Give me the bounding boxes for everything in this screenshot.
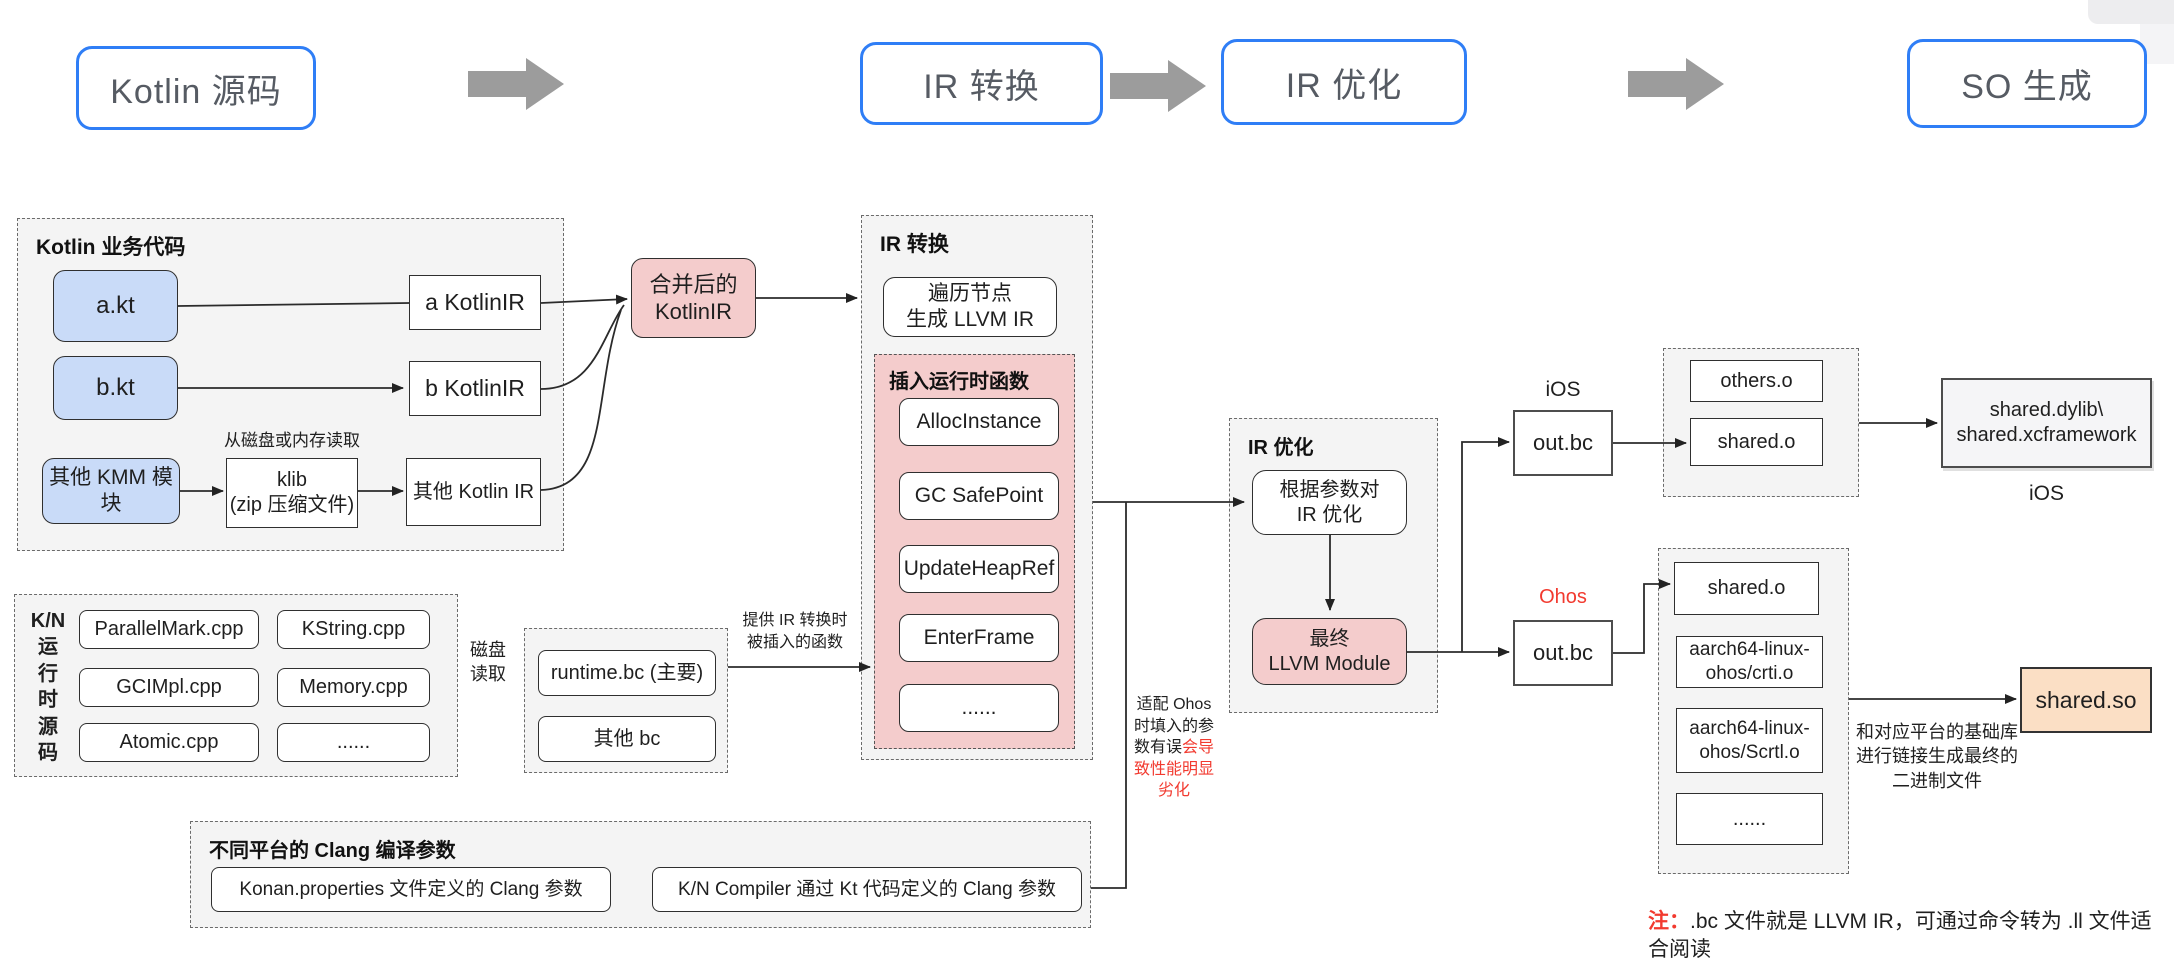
a-kotlin-ir: a KotlinIR — [409, 275, 541, 330]
b-kotlin-ir: b KotlinIR — [409, 361, 541, 416]
disk-read-note: 磁盘 读取 — [470, 640, 506, 685]
src-memory: Memory.cpp — [277, 668, 430, 707]
file-b-kt: b.kt — [53, 356, 178, 420]
merged-kotlin-ir: 合并后的 KotlinIR — [631, 258, 756, 338]
file-a-kt: a.kt — [53, 270, 178, 342]
panel-title: 不同平台的 Clang 编译参数 — [209, 840, 456, 862]
stage-kotlin-source: Kotlin 源码 — [76, 46, 316, 130]
ohos-more-objects: ...... — [1676, 793, 1823, 845]
other-kotlin-ir: 其他 Kotlin IR — [406, 458, 541, 526]
screenshot-artifact — [2088, 0, 2174, 24]
provide-functions-note: 提供 IR 转换时 被插入的函数 — [742, 612, 848, 651]
fn-enter-frame: EnterFrame — [899, 614, 1059, 662]
optimize-by-params-box: 根据参数对 IR 优化 — [1252, 470, 1407, 535]
panel-title: IR 优化 — [1248, 437, 1314, 459]
src-kstring: KString.cpp — [277, 610, 430, 649]
ohos-out-bc: out.bc — [1513, 620, 1613, 686]
fn-update-heap-ref: UpdateHeapRef — [899, 545, 1059, 593]
ohos-platform-label: Ohos — [1539, 586, 1587, 608]
fn-alloc-instance: AllocInstance — [899, 398, 1059, 446]
src-parallelmark: ParallelMark.cpp — [79, 610, 259, 649]
others-o: others.o — [1690, 360, 1823, 402]
connector-clang-to-iropt — [1091, 502, 1127, 889]
ios-platform-label: iOS — [1545, 378, 1581, 401]
runtime-bc-main: runtime.bc (主要) — [538, 650, 716, 696]
ios-shared-o: shared.o — [1690, 418, 1823, 466]
other-kmm-module: 其他 KMM 模块 — [42, 458, 180, 524]
ohos-shared-o: shared.o — [1674, 562, 1819, 615]
stage-ir-optimize: IR 优化 — [1221, 39, 1467, 125]
other-bc: 其他 bc — [538, 716, 716, 762]
link-note: 和对应平台的基础库进行链接生成最终的二进制文件 — [1856, 722, 2018, 791]
flow-arrow-icon — [1628, 58, 1724, 110]
read-from-disk-note: 从磁盘或内存读取 — [224, 431, 360, 450]
footnote: 注：.bc 文件就是 LLVM IR，可通过命令转为 .ll 文件适合阅读 — [1648, 908, 2172, 965]
ios-caption: iOS — [2028, 482, 2064, 505]
final-llvm-module: 最终 LLVM Module — [1252, 618, 1407, 685]
warning-normal-text: 适配 Ohos 时填入的参数有误 — [1133, 696, 1214, 757]
panel-title: 插入运行时函数 — [889, 371, 1029, 393]
konan-properties-params: Konan.properties 文件定义的 Clang 参数 — [211, 867, 611, 912]
panel-title: Kotlin 业务代码 — [36, 236, 186, 259]
stage-so-generate: SO 生成 — [1907, 39, 2147, 128]
src-atomic: Atomic.cpp — [79, 723, 259, 762]
fn-more: ...... — [899, 684, 1059, 732]
kn-compiler-params: K/N Compiler 通过 Kt 代码定义的 Clang 参数 — [652, 867, 1082, 912]
src-gcimpl: GCIMpl.cpp — [79, 668, 259, 707]
flow-arrow-icon — [1110, 60, 1206, 112]
crti-o: aarch64-linux- ohos/crti.o — [1676, 636, 1823, 688]
fn-gc-safepoint: GC SafePoint — [899, 472, 1059, 520]
panel-title: IR 转换 — [880, 233, 949, 256]
scrtl-o: aarch64-linux- ohos/Scrtl.o — [1676, 708, 1823, 773]
footnote-text: .bc 文件就是 LLVM IR，可通过命令转为 .ll 文件适合阅读 — [1648, 910, 2152, 962]
shared-so: shared.so — [2020, 667, 2152, 733]
warning-red-text: 会导致性能明显劣化 — [1133, 739, 1215, 800]
kn-runtime-vertical-label: K/N 运 行 时 源 码 — [30, 610, 66, 764]
connector-final-to-ios-outbc — [1461, 437, 1510, 652]
stage-ir-convert: IR 转换 — [860, 42, 1103, 125]
ios-out-bc: out.bc — [1513, 410, 1613, 476]
ohos-param-warning: 适配 Ohos 时填入的参数有误会导致性能明显劣化 — [1130, 694, 1218, 802]
shared-dylib-xcframework: shared.dylib\ shared.xcframework — [1941, 378, 2152, 468]
traverse-nodes-box: 遍历节点 生成 LLVM IR — [883, 277, 1057, 337]
flow-arrow-icon — [468, 58, 564, 110]
src-more: ...... — [277, 723, 430, 762]
footnote-prefix: 注： — [1648, 910, 1690, 933]
klib-box: klib (zip 压缩文件) — [226, 458, 358, 528]
